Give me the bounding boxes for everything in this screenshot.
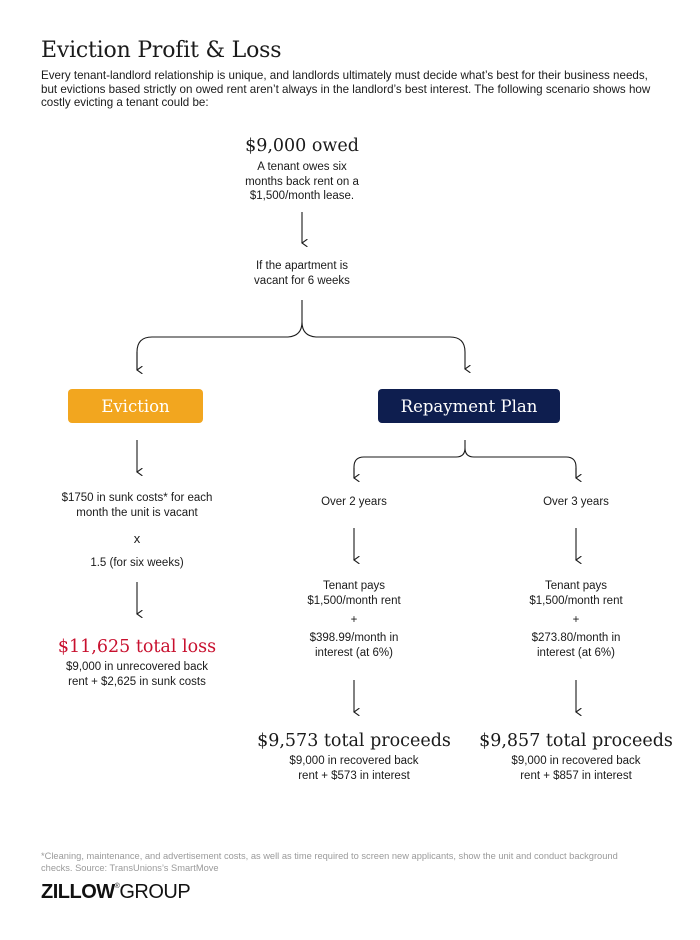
eviction-sunk-costs: $1750 in sunk costs* for each month the … <box>37 491 237 520</box>
plan1-rent: Tenant pays $1,500/month rent <box>254 579 454 608</box>
interest-line: interest (at 6%) <box>537 646 615 659</box>
owed-desc-line: $1,500/month lease. <box>249 190 355 202</box>
plan1-proceeds-description: $9,000 in recovered back rent + $573 in … <box>239 754 469 783</box>
interest-line: $398.99/month in <box>309 632 399 644</box>
zillow-group-logo: ZILLOW®GROUP <box>41 881 191 904</box>
proceeds-desc-line: $9,000 in recovered back <box>289 755 419 767</box>
vacancy-condition: If the apartment is vacant for 6 weeks <box>202 259 402 288</box>
rent-line: $1,500/month rent <box>307 594 401 607</box>
rent-line: $1,500/month rent <box>529 594 623 607</box>
plan-period-3-years: Over 3 years <box>543 496 609 508</box>
brace-repayment <box>353 440 577 477</box>
eviction-box: Eviction <box>68 389 203 423</box>
eviction-multiplier: 1.5 (for six weeks) <box>90 557 184 569</box>
intro-paragraph: Every tenant-landlord relationship is un… <box>41 69 651 110</box>
plan1-total-proceeds: $9,573 total proceeds <box>257 731 451 751</box>
multiply-sign: x <box>133 531 141 546</box>
owed-description: A tenant owes six months back rent on a … <box>202 160 402 204</box>
eviction-loss-description: $9,000 in unrecovered back rent + $2,625… <box>22 660 252 689</box>
plan1-interest: $398.99/month in interest (at 6%) <box>254 631 454 660</box>
interest-line: interest (at 6%) <box>315 646 393 659</box>
logo-thin-text: GROUP <box>119 881 191 903</box>
proceeds-desc-line: rent + $857 in interest <box>520 769 632 782</box>
brace-main <box>136 300 465 369</box>
interest-line: $273.80/month in <box>531 632 621 644</box>
logo-registered-mark: ® <box>114 883 120 890</box>
plus-sign: + <box>572 614 580 626</box>
owed-desc-line: months back rent on a <box>245 175 359 188</box>
plan-period-2-years: Over 2 years <box>321 496 387 508</box>
plus-sign: + <box>350 614 358 626</box>
page-title: Eviction Profit & Loss <box>41 38 282 63</box>
footnote: *Cleaning, maintenance, and advertisemen… <box>41 851 618 873</box>
proceeds-desc-line: $9,000 in recovered back <box>511 755 641 767</box>
loss-desc-line: $9,000 in unrecovered back <box>66 661 208 673</box>
rent-line: Tenant pays <box>544 580 607 592</box>
owed-heading: $9,000 owed <box>245 136 359 156</box>
sunk-cost-line: month the unit is vacant <box>76 506 198 519</box>
owed-desc-line: A tenant owes six <box>257 161 347 173</box>
loss-desc-line: rent + $2,625 in sunk costs <box>68 675 206 688</box>
plan2-rent: Tenant pays $1,500/month rent <box>476 579 676 608</box>
logo-bold-text: ZILLOW <box>41 881 115 903</box>
plan2-proceeds-description: $9,000 in recovered back rent + $857 in … <box>461 754 691 783</box>
rent-line: Tenant pays <box>322 580 385 592</box>
sunk-cost-line: $1750 in sunk costs* for each <box>61 492 213 504</box>
repayment-plan-box: Repayment Plan <box>378 389 560 423</box>
condition-line: If the apartment is <box>255 260 349 272</box>
eviction-total-loss: $11,625 total loss <box>57 637 217 657</box>
plan2-interest: $273.80/month in interest (at 6%) <box>476 631 676 660</box>
condition-line: vacant for 6 weeks <box>254 274 350 287</box>
plan2-total-proceeds: $9,857 total proceeds <box>479 731 673 751</box>
proceeds-desc-line: rent + $573 in interest <box>298 769 410 782</box>
